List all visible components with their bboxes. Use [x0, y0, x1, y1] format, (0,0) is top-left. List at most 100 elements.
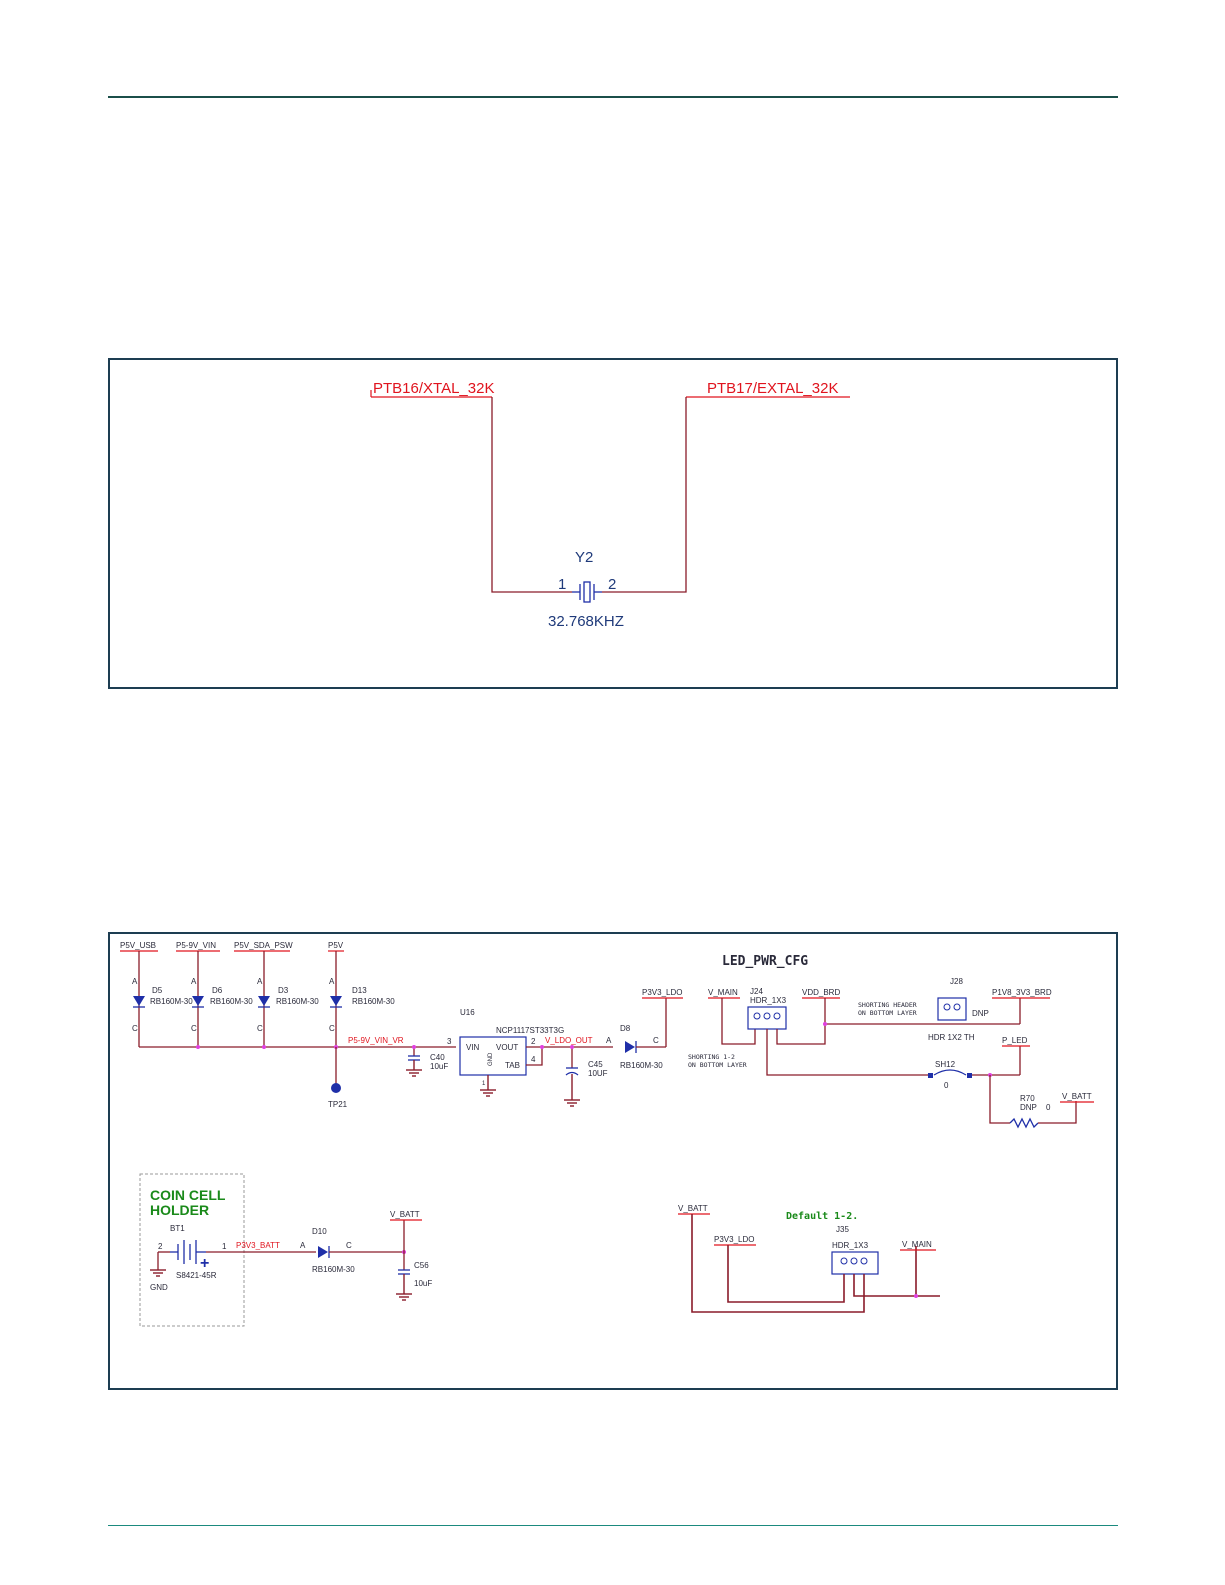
header-j35 [831, 1251, 879, 1275]
power-schematic: P5V_USB P5-9V_VIN P5V_SDA_PSW P5V [120, 941, 1094, 1327]
capacitor-c40 [406, 1055, 422, 1077]
crystal-y2 [572, 581, 602, 603]
diode-d8 [625, 1041, 637, 1053]
ref-d8: D8 [620, 1024, 631, 1033]
net-label-p-led: P_LED [1002, 1036, 1028, 1045]
value-sh12: 0 [944, 1081, 949, 1090]
part-bt1: S8421-45R [176, 1271, 217, 1280]
ref-tp21: TP21 [328, 1100, 348, 1109]
net-label-ldo-out: V_LDO_OUT [545, 1036, 593, 1045]
ref-c45: C45 [588, 1060, 603, 1069]
coin-cell-holder-box [139, 1173, 245, 1327]
capacitor-c56 [396, 1269, 412, 1301]
svg-text:A: A [606, 1036, 612, 1045]
net-label-extal: PTB17/EXTAL_32K [707, 380, 838, 397]
part-u16: NCP1117ST33T3G [496, 1026, 564, 1035]
pin-tab: TAB [505, 1061, 520, 1070]
j35-default-note: Default 1-2. [786, 1211, 858, 1222]
net-label-p1v8-3v3-brd: P1V8_3V3_BRD [992, 988, 1052, 997]
part-j35: HDR_1X3 [832, 1241, 869, 1250]
net-label-xtal: PTB16/XTAL_32K [373, 380, 494, 397]
header-j28 [937, 997, 967, 1021]
resistor-r70 [1009, 1117, 1039, 1129]
pin-vout: VOUT [496, 1043, 518, 1052]
svg-text:A: A [300, 1241, 306, 1250]
ref-j35: J35 [836, 1225, 849, 1234]
header-j24 [747, 1006, 787, 1030]
part-d3: RB160M-30 [276, 997, 319, 1006]
svg-text:A: A [329, 977, 335, 986]
crystal-value: 32.768KHZ [548, 613, 624, 630]
ref-d3: D3 [278, 986, 289, 995]
svg-text:2: 2 [531, 1037, 536, 1046]
dnp-r70: DNP [1020, 1103, 1037, 1112]
crystal-schematic-frame: PTB16/XTAL_32K PTB17/EXTAL_32K Y2 1 2 32… [108, 358, 1118, 689]
net-label-rail: P5-9V_VIN_VR [348, 1036, 404, 1045]
note-shorting-header: SHORTING HEADER [858, 1001, 917, 1009]
crystal-pin2: 2 [608, 576, 616, 593]
ref-j28: J28 [950, 977, 963, 986]
svg-text:A: A [191, 977, 197, 986]
svg-text:2: 2 [158, 1242, 163, 1251]
net-label-p3v3-ldo-j35: P3V3_LDO [714, 1235, 754, 1244]
svg-text:1: 1 [482, 1081, 486, 1087]
coin-cell-title-2: HOLDER [150, 1202, 209, 1218]
svg-text:C: C [132, 1024, 138, 1033]
note-bottom-layer-2: ON BOTTOM LAYER [688, 1061, 747, 1069]
net-label-p5v-usb: P5V_USB [120, 941, 156, 950]
net-label-p5-9v-vin: P5-9V_VIN [176, 941, 216, 950]
net-label-p5v-sda-psw: P5V_SDA_PSW [234, 941, 293, 950]
dnp-j28: DNP [972, 1009, 989, 1018]
gnd-label: GND [150, 1283, 168, 1292]
ref-bt1: BT1 [170, 1224, 185, 1233]
capacitor-c45 [564, 1067, 580, 1107]
header-rule [108, 96, 1118, 98]
battery-bt1: + [170, 1240, 209, 1272]
jumper-sh12 [933, 1069, 967, 1076]
svg-text:1: 1 [222, 1242, 227, 1251]
wire-extal [602, 397, 687, 593]
testpoint-tp21 [331, 1083, 341, 1093]
ref-d10: D10 [312, 1227, 327, 1236]
power-schematic-frame: P5V_USB P5-9V_VIN P5V_SDA_PSW P5V [108, 932, 1118, 1390]
value-c45: 10UF [588, 1069, 608, 1078]
svg-text:A: A [132, 977, 138, 986]
ref-c56: C56 [414, 1261, 429, 1270]
diode-d5 [133, 951, 145, 1047]
net-label-p3v3-batt: P3V3_BATT [236, 1241, 280, 1250]
net-label-p5v: P5V [328, 941, 344, 950]
part-d10: RB160M-30 [312, 1265, 355, 1274]
crystal-pin1: 1 [558, 576, 566, 593]
ref-c40: C40 [430, 1053, 445, 1062]
part-j24: HDR_1X3 [750, 996, 787, 1005]
diode-d3 [258, 951, 270, 1047]
svg-text:+: + [200, 1255, 209, 1272]
svg-text:4: 4 [531, 1055, 536, 1064]
ref-d5: D5 [152, 986, 163, 995]
ref-d6: D6 [212, 986, 223, 995]
net-label-v-batt-coin: V_BATT [390, 1210, 420, 1219]
part-d6: RB160M-30 [210, 997, 253, 1006]
svg-text:C: C [329, 1024, 335, 1033]
ref-j24: J24 [750, 987, 763, 996]
ref-r70: R70 [1020, 1094, 1035, 1103]
svg-text:A: A [257, 977, 263, 986]
footer-rule [108, 1525, 1118, 1526]
net-label-v-main: V_MAIN [708, 988, 738, 997]
regulator-u16 [459, 1036, 527, 1076]
diode-d10 [318, 1246, 330, 1258]
note-shorting-12: SHORTING 1-2 [688, 1053, 735, 1061]
diode-d13 [330, 951, 342, 1047]
ref-u16: U16 [460, 1008, 475, 1017]
diode-d6 [192, 951, 204, 1047]
net-label-v-batt-j35: V_BATT [678, 1204, 708, 1213]
net-label-v-main-j35: V_MAIN [902, 1240, 932, 1249]
coin-cell-title-1: COIN CELL [150, 1187, 226, 1203]
net-label-p3v3-ldo: P3V3_LDO [642, 988, 682, 997]
part-d13: RB160M-30 [352, 997, 395, 1006]
crystal-schematic: PTB16/XTAL_32K PTB17/EXTAL_32K Y2 1 2 32… [370, 380, 850, 630]
pin-gnd: GND [488, 1052, 494, 1066]
part-d8: RB160M-30 [620, 1061, 663, 1070]
wire-xtal [491, 397, 572, 593]
svg-text:C: C [653, 1036, 659, 1045]
